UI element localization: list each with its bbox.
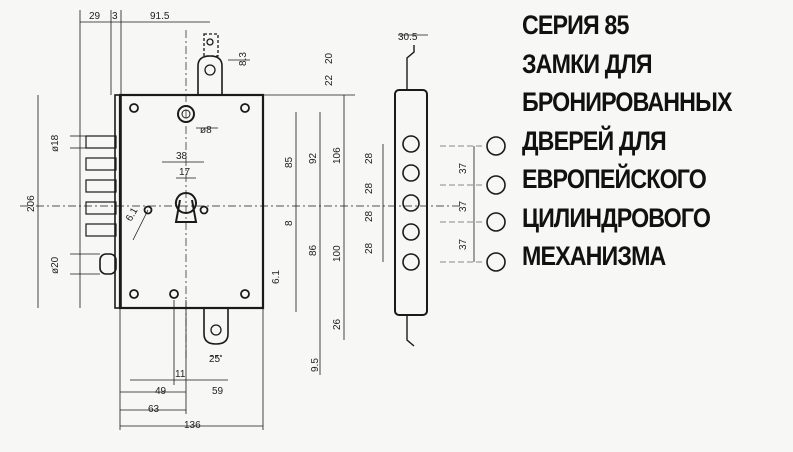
title-line-1: СЕРИЯ 85	[522, 10, 629, 40]
dim-20: 20	[324, 52, 335, 64]
top-plate	[197, 55, 223, 95]
dim-28-1: 28	[364, 152, 375, 164]
title-line-5: ЕВРОПЕЙСКОГО	[522, 164, 707, 194]
dim-136: 136	[184, 420, 201, 431]
dim-86: 86	[308, 244, 319, 256]
dim-49: 49	[155, 386, 167, 397]
dim-206: 206	[26, 195, 37, 212]
dim-59: 59	[212, 386, 224, 397]
latch-bolt	[99, 253, 117, 275]
dim-92: 92	[308, 152, 319, 164]
title-line-3: БРОНИРОВАННЫХ	[522, 87, 732, 117]
series-title: СЕРИЯ 85 ЗАМКИ ДЛЯ БРОНИРОВАННЫХ ДВЕРЕЙ …	[522, 6, 750, 276]
dim-6-1-key: 6.1	[124, 206, 141, 224]
dim-8: 8	[284, 220, 295, 226]
dim-63: 63	[148, 404, 160, 415]
dim-37-2: 37	[458, 200, 469, 212]
title-line-6: ЦИЛИНДРОВОГО	[522, 202, 711, 233]
dim-3: 3	[112, 11, 118, 22]
dim-37-1: 37	[458, 162, 469, 174]
bolt-diagram	[440, 136, 506, 272]
title-line-2: ЗАМКИ ДЛЯ	[522, 48, 653, 79]
dim-38: 38	[176, 151, 188, 162]
left-bolts	[85, 135, 117, 237]
dim-28-3: 28	[364, 210, 375, 222]
dim-28-4: 28	[364, 242, 375, 254]
dim-25: 25	[209, 354, 221, 365]
dim-28-2: 28	[364, 182, 375, 194]
screw-holes	[129, 103, 250, 299]
dim-22: 22	[324, 74, 335, 86]
dim-29: 29	[89, 11, 101, 22]
dim-dia-18: ø18	[50, 134, 61, 152]
dim-9-5: 9.5	[310, 358, 321, 372]
dim-17: 17	[179, 167, 191, 178]
dim-dia-8: ø8	[200, 125, 212, 136]
dim-dia-20: ø20	[50, 256, 61, 274]
dim-30-5: 30.5	[398, 32, 418, 43]
dim-106: 106	[332, 147, 343, 164]
dim-11: 11	[175, 369, 186, 380]
dim-37-3: 37	[458, 238, 469, 250]
side-view	[382, 34, 428, 347]
dim-6-1-lower: 6.1	[271, 270, 282, 284]
dim-91-5: 91.5	[150, 11, 170, 22]
title-line-4: ДВЕРЕЙ ДЛЯ	[522, 125, 667, 156]
dim-85: 85	[284, 156, 295, 168]
dim-100: 100	[332, 245, 343, 262]
dim-26: 26	[332, 318, 343, 330]
lock-body	[118, 93, 265, 310]
dim-8-3: 8.3	[238, 52, 249, 66]
title-line-7: МЕХАНИЗМА	[522, 241, 666, 271]
bottom-plate	[203, 308, 229, 345]
